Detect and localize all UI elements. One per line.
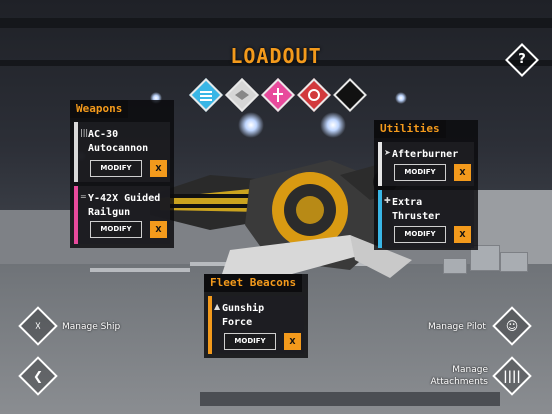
attachments-icon: ||||: [503, 369, 521, 383]
slot-stripe: [74, 186, 78, 244]
page-title: LOADOUT: [230, 44, 322, 68]
ceiling-light: [320, 112, 346, 138]
modify-button[interactable]: MODIFY: [394, 164, 446, 181]
afterburner-icon: ➤: [384, 148, 391, 157]
utilities-panel: Utilities ➤ Afterburner MODIFY X ✚ Extra…: [374, 120, 478, 250]
manage-pilot-label[interactable]: Manage Pilot: [428, 322, 486, 332]
manage-attachments-line1: Manage: [452, 365, 488, 375]
slot-stripe: [208, 296, 212, 354]
fleet-beacons-panel: Fleet Beacons ▲ Gunship Force MODIFY X: [204, 274, 308, 358]
floor-rail: [90, 268, 190, 272]
slot-name-line1: Y-42X Guided: [88, 193, 161, 204]
help-icon: ?: [518, 52, 526, 67]
slot-stripe: [74, 122, 78, 182]
manage-attachments-label[interactable]: Manage Attachments: [428, 364, 488, 388]
weapon-slot[interactable]: = Y-42X Guided Railgun MODIFY X: [74, 186, 170, 244]
weapon-pink-icon[interactable]: [261, 78, 295, 112]
thruster-icon: ✚: [384, 196, 391, 205]
slot-name: Afterburner: [392, 148, 470, 162]
weapons-header: Weapons: [70, 100, 129, 118]
remove-button[interactable]: X: [454, 226, 471, 243]
crate: [443, 258, 467, 274]
weapon-slot[interactable]: ||| AC-30 Autocannon MODIFY X: [74, 122, 170, 182]
ceiling-beam: [0, 60, 552, 66]
ship-model: [150, 160, 412, 280]
chevron-left-icon: ❮: [32, 369, 44, 383]
remove-button[interactable]: X: [454, 164, 471, 181]
slot-name-line1: Afterburner: [392, 149, 459, 160]
fleet-beacons-header: Fleet Beacons: [204, 274, 303, 292]
slot-name: Y-42X Guided Railgun: [88, 192, 166, 220]
remove-button[interactable]: X: [150, 221, 167, 238]
utility-slot[interactable]: ➤ Afterburner MODIFY X: [378, 142, 474, 186]
slot-name: Extra Thruster: [392, 196, 470, 224]
modify-button[interactable]: MODIFY: [90, 221, 142, 238]
pilot-helmet-icon: ☺: [505, 319, 519, 333]
ceiling-light: [238, 112, 264, 138]
slot-name-line2: Thruster: [392, 211, 441, 222]
floor-plate: [200, 392, 500, 406]
ceiling-light: [395, 92, 407, 104]
slot-stripe: [378, 190, 382, 248]
modify-button[interactable]: MODIFY: [90, 160, 142, 177]
emblem-red-icon[interactable]: [297, 78, 331, 112]
utilities-header: Utilities: [374, 120, 446, 138]
utility-slot[interactable]: ✚ Extra Thruster MODIFY X: [378, 190, 474, 248]
ceiling-beam: [0, 18, 552, 28]
beacon-icon: ▲: [214, 302, 221, 311]
manage-attachments-line2: Attachments: [430, 377, 488, 387]
slot-name-line2: Autocannon: [88, 143, 149, 154]
slot-name-line1: AC-30: [88, 129, 119, 140]
remove-button[interactable]: X: [284, 333, 301, 350]
ship-icon: ☓: [34, 319, 42, 333]
primary-weapon-icon: |||: [80, 128, 89, 137]
slot-name-line1: Gunship: [222, 303, 265, 314]
slot-name: AC-30 Autocannon: [88, 128, 166, 156]
slot-name-line2: Railgun: [88, 207, 131, 218]
empty-slot-icon[interactable]: [333, 78, 367, 112]
modify-button[interactable]: MODIFY: [394, 226, 446, 243]
crate: [500, 252, 528, 272]
frame-cyan-icon[interactable]: [189, 78, 223, 112]
weapons-panel: Weapons ||| AC-30 Autocannon MODIFY X = …: [70, 100, 174, 248]
slot-name: Gunship Force: [222, 302, 300, 330]
secondary-weapon-icon: =: [80, 192, 87, 201]
slot-name-line1: Extra: [392, 197, 423, 208]
beacon-slot[interactable]: ▲ Gunship Force MODIFY X: [208, 296, 304, 354]
manage-ship-label[interactable]: Manage Ship: [62, 322, 121, 332]
slot-stripe: [378, 142, 382, 186]
loadout-icon-row: [189, 78, 370, 112]
remove-button[interactable]: X: [150, 160, 167, 177]
engine-white-icon[interactable]: [225, 78, 259, 112]
slot-name-line2: Force: [222, 317, 253, 328]
modify-button[interactable]: MODIFY: [224, 333, 276, 350]
